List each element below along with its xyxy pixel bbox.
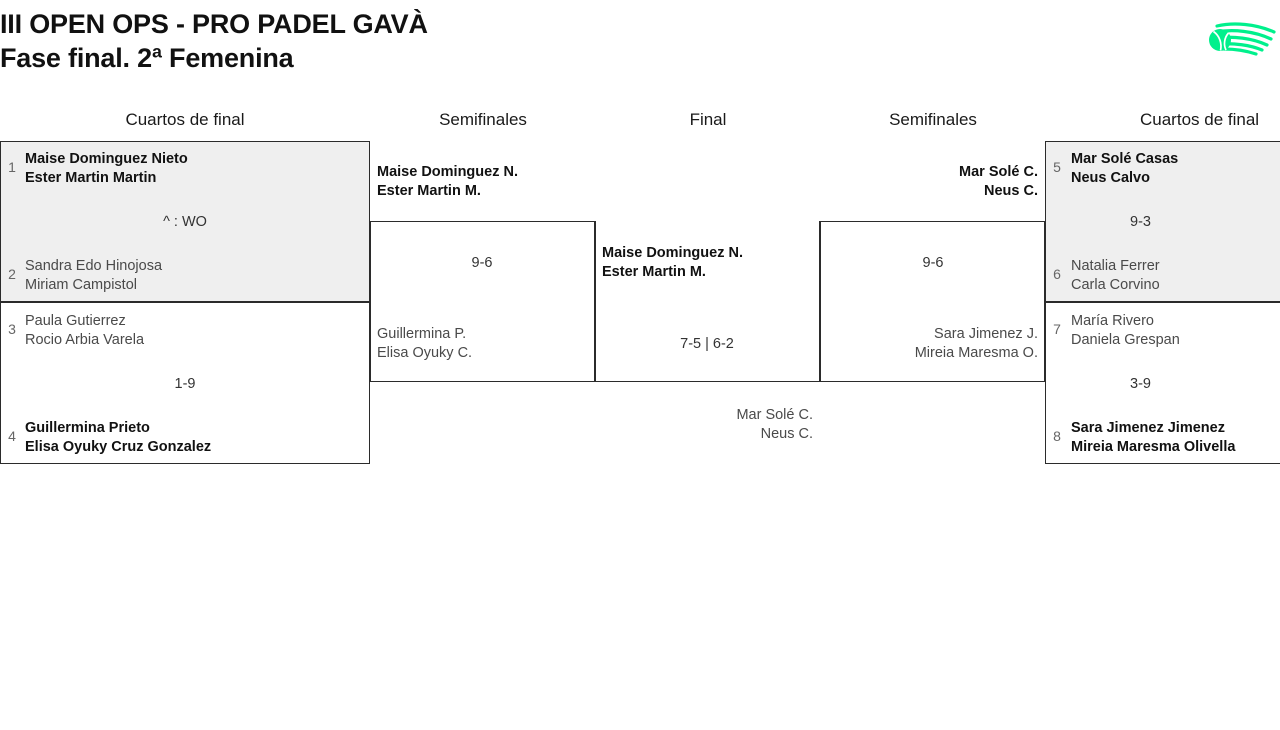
match-score-sf1: 9-6 — [471, 255, 493, 271]
player-name: Neus Calvo — [1071, 170, 1150, 186]
team-slot-qf1-top[interactable]: Maise Dominguez Nieto Ester Martin Marti… — [25, 150, 188, 188]
seed-number: 7 — [1053, 321, 1061, 337]
match-score-sf2: 9-6 — [922, 255, 944, 271]
seed-number: 3 — [8, 321, 16, 337]
match-score-qf3: 9-3 — [1130, 214, 1151, 230]
match-score-final: 7-5 | 6-2 — [680, 336, 734, 352]
player-name: Elisa Oyuky C. — [377, 345, 473, 361]
match-box-sf2[interactable] — [820, 221, 1045, 382]
match-box-qf3[interactable] — [1045, 141, 1280, 302]
player-name: Sara Jimenez J. — [934, 326, 1038, 342]
seed-number: 8 — [1053, 428, 1061, 444]
player-name: Mar Solé C. — [959, 164, 1038, 180]
seed-number: 5 — [1053, 159, 1061, 175]
seed-number: 1 — [8, 159, 16, 175]
player-name: María Rivero — [1071, 313, 1154, 329]
team-slot-qf3-bottom[interactable]: Natalia Ferrer Carla Corvino — [1071, 257, 1160, 295]
player-name: Paula Gutierrez — [25, 313, 126, 329]
team-slot-sf1-bottom[interactable]: Guillermina P. Elisa Oyuky C. — [377, 325, 472, 363]
match-box-sf1[interactable] — [370, 221, 595, 382]
player-name: Daniela Grespan — [1071, 332, 1180, 348]
match-score-qf4: 3-9 — [1130, 376, 1151, 392]
player-name: Neus C. — [760, 426, 813, 442]
team-slot-sf2-top[interactable]: Mar Solé C. Neus C. — [838, 163, 1038, 201]
match-box-qf2[interactable] — [0, 302, 370, 464]
team-slot-qf2-bottom[interactable]: Guillermina Prieto Elisa Oyuky Cruz Gonz… — [25, 419, 211, 457]
page-header: III OPEN OPS - PRO PADEL GAVÀ Fase final… — [0, 0, 1280, 100]
player-name: Ester Martin M. — [602, 264, 706, 280]
team-slot-sf2-bottom[interactable]: Sara Jimenez J. Mireia Maresma O. — [838, 325, 1038, 363]
player-name: Ester Martin Martin — [25, 170, 157, 186]
player-name: Guillermina P. — [377, 326, 467, 342]
team-slot-qf1-bottom[interactable]: Sandra Edo Hinojosa Miriam Campistol — [25, 257, 162, 295]
player-name: Maise Dominguez Nieto — [25, 151, 188, 167]
player-name: Sandra Edo Hinojosa — [25, 258, 163, 274]
player-name: Mireia Maresma O. — [914, 345, 1038, 361]
player-name: Ester Martin M. — [377, 183, 481, 199]
match-box-qf1[interactable] — [0, 141, 370, 302]
team-slot-sf1-top[interactable]: Maise Dominguez N. Ester Martin M. — [377, 163, 518, 201]
seed-number: 4 — [8, 428, 16, 444]
team-slot-final-top[interactable]: Maise Dominguez N. Ester Martin M. — [602, 244, 743, 282]
tournament-title: III OPEN OPS - PRO PADEL GAVÀ — [0, 9, 428, 39]
tournament-subtitle: Fase final. 2ª Femenina — [0, 43, 294, 73]
player-name: Maise Dominguez N. — [377, 164, 518, 180]
player-name: Guillermina Prieto — [25, 420, 150, 436]
match-box-final[interactable] — [595, 221, 820, 382]
player-name: Natalia Ferrer — [1071, 258, 1160, 274]
team-slot-qf3-top[interactable]: Mar Solé Casas Neus Calvo — [1071, 150, 1178, 188]
team-slot-qf2-top[interactable]: Paula Gutierrez Rocio Arbia Varela — [25, 312, 144, 350]
player-name: Neus C. — [984, 183, 1038, 199]
player-name: Mireia Maresma Olivella — [1071, 439, 1236, 455]
round-header-quarterfinals-left: Cuartos de final — [125, 110, 245, 129]
team-slot-qf4-bottom[interactable]: Sara Jimenez Jimenez Mireia Maresma Oliv… — [1071, 419, 1235, 457]
player-name: Elisa Oyuky Cruz Gonzalez — [25, 439, 212, 455]
round-header-final: Final — [689, 110, 727, 129]
padel-ball-swoosh-logo — [1200, 16, 1280, 62]
match-score-qf1: ^ : WO — [163, 214, 207, 230]
team-slot-final-bottom[interactable]: Mar Solé C. Neus C. — [613, 406, 813, 444]
team-slot-qf4-top[interactable]: María Rivero Daniela Grespan — [1071, 312, 1180, 350]
player-name: Sara Jimenez Jimenez — [1071, 420, 1225, 436]
player-name: Mar Solé C. — [736, 407, 813, 423]
seed-number: 2 — [8, 266, 16, 282]
player-name: Rocio Arbia Varela — [25, 332, 145, 348]
match-score-qf2: 1-9 — [174, 376, 196, 392]
match-box-qf4[interactable] — [1045, 302, 1280, 464]
player-name: Mar Solé Casas — [1071, 151, 1179, 167]
player-name: Carla Corvino — [1071, 277, 1160, 293]
round-header-quarterfinals-right: Cuartos de final — [1140, 110, 1260, 129]
player-name: Miriam Campistol — [25, 277, 137, 293]
round-header-semifinals-left: Semifinales — [439, 110, 527, 129]
round-header-semifinals-right: Semifinales — [889, 110, 977, 129]
seed-number: 6 — [1053, 266, 1061, 282]
player-name: Maise Dominguez N. — [602, 245, 743, 261]
